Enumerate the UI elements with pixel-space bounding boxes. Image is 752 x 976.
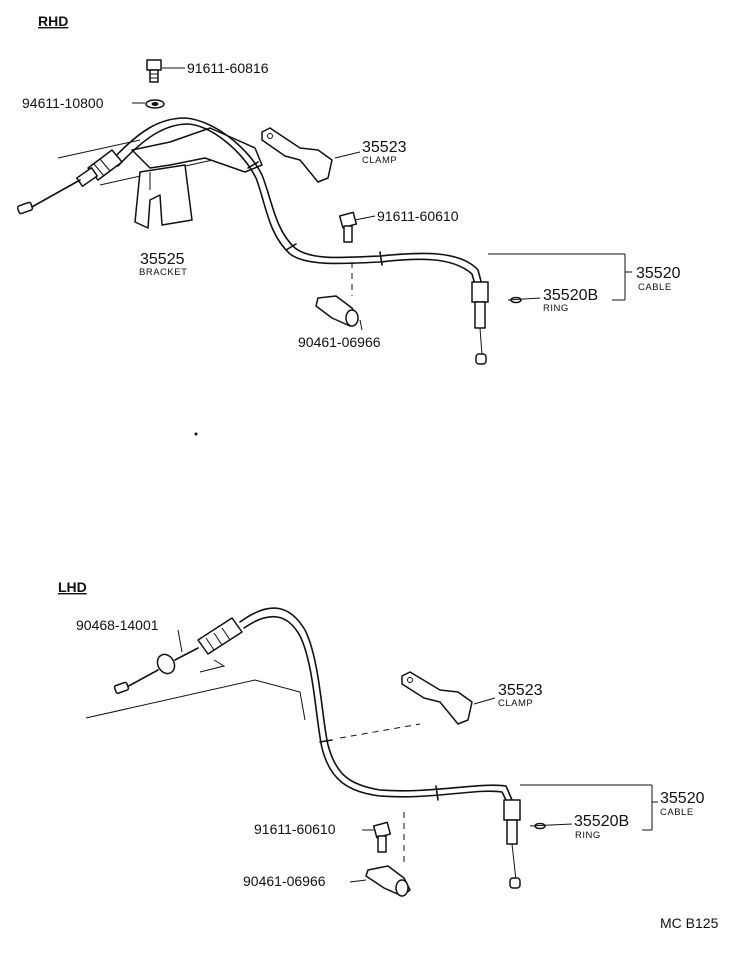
- lhd-cable-number: 35520: [660, 790, 705, 807]
- rhd-bolt-mid-icon: [338, 211, 358, 243]
- lhd-clamp-dashline: [339, 723, 421, 739]
- rhd-bolt-top-label: 91611-60816: [187, 60, 269, 76]
- rhd-leaders: [132, 67, 632, 331]
- rhd-cable-inner-end: [16, 149, 123, 215]
- lhd-clamp-number: 35523: [498, 682, 543, 699]
- rhd-clamp-name: CLAMP: [362, 155, 397, 166]
- lhd-clip-label: 90461-06966: [243, 873, 326, 889]
- rhd-ring-name: RING: [543, 303, 569, 314]
- lhd-clamp-icon: [401, 671, 473, 725]
- lhd-heading: LHD: [58, 579, 87, 595]
- rhd-bracket: [131, 127, 263, 229]
- rhd-bracket-name: BRACKET: [139, 267, 187, 278]
- lhd-bolt-icon: [372, 821, 392, 853]
- rhd-clamp-icon: [261, 127, 333, 183]
- rhd-washer-icon: [145, 99, 165, 109]
- rhd-section: RHD: [16, 13, 681, 365]
- rhd-bolt-top-icon: [146, 59, 162, 83]
- rhd-bolt-mid-label: 91611-60610: [377, 208, 459, 224]
- lhd-cable-inner-end: [174, 617, 243, 661]
- lhd-pin-icon: [199, 659, 226, 673]
- rhd-clip-label: 90461-06966: [298, 334, 381, 350]
- lhd-cable: [239, 607, 521, 889]
- lhd-bolt-label: 91611-60610: [254, 821, 336, 837]
- lhd-grommet-icon: [113, 653, 176, 694]
- rhd-washer-label: 94611-10800: [22, 95, 104, 111]
- lhd-leaders: [177, 629, 658, 883]
- lhd-firewall-line: [85, 679, 306, 721]
- lhd-clip-icon: [365, 865, 411, 897]
- lhd-cable-name: CABLE: [660, 807, 694, 818]
- rhd-cable-name: CABLE: [638, 282, 672, 293]
- rhd-clamp-number: 35523: [362, 139, 407, 156]
- lhd-ring-name: RING: [575, 830, 601, 841]
- lhd-section: LHD: [58, 579, 705, 897]
- rhd-heading: RHD: [38, 13, 68, 29]
- rhd-clip-icon: [315, 295, 359, 327]
- figure-code: MC B125: [660, 915, 719, 931]
- rhd-ring-number: 35520B: [543, 287, 598, 304]
- lhd-ring-number: 35520B: [574, 813, 629, 830]
- rhd-cable: [111, 117, 489, 365]
- lhd-grommet-label: 90468-14001: [76, 617, 159, 633]
- rhd-cable-number: 35520: [636, 265, 681, 282]
- stray-dot: [194, 432, 198, 436]
- rhd-bracket-number: 35525: [140, 251, 185, 268]
- lhd-clamp-name: CLAMP: [498, 698, 533, 709]
